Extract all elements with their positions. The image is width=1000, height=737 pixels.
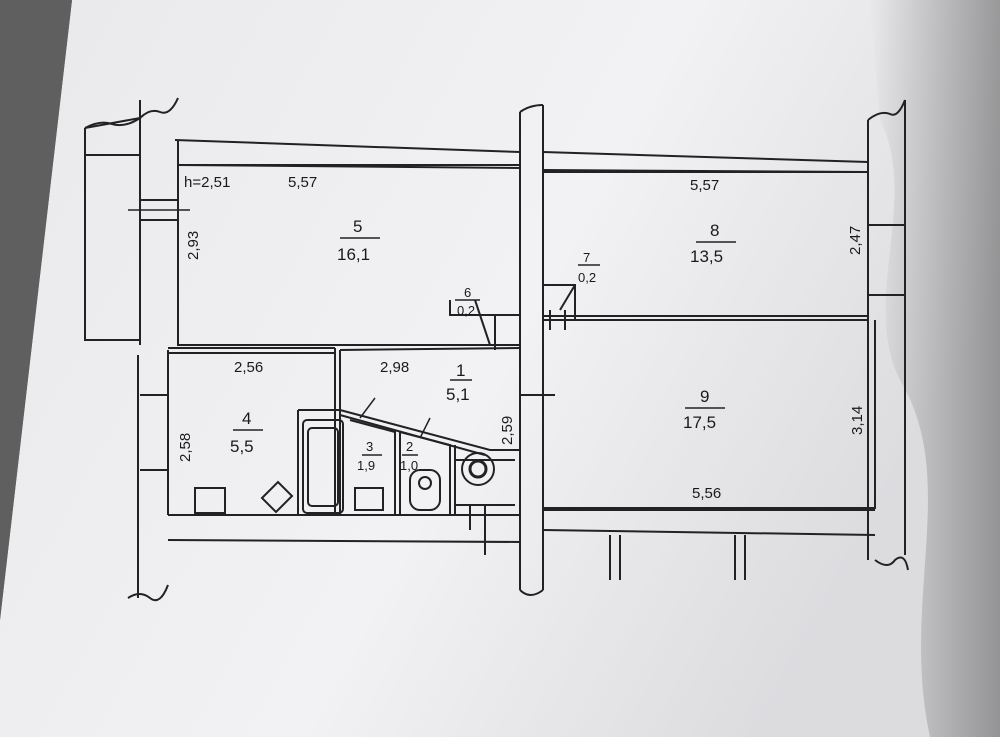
room2-number: 2 <box>406 439 413 454</box>
room7-number: 7 <box>583 250 590 265</box>
room4-height-label: 2,58 <box>177 433 194 462</box>
room9-height-label: 3,14 <box>849 406 866 435</box>
room9-number: 9 <box>700 387 709 406</box>
room4-width-label: 2,56 <box>234 359 263 376</box>
area-markers <box>233 237 736 456</box>
paper-edge-shadow <box>0 0 72 620</box>
room3-area: 1,9 <box>357 458 375 473</box>
room3-number: 3 <box>366 439 373 454</box>
room5-number: 5 <box>353 217 362 236</box>
room1-number: 1 <box>456 361 465 380</box>
room9-area: 17,5 <box>683 413 716 432</box>
room8-height-label: 2,47 <box>847 226 864 255</box>
hall-height-label: 2,59 <box>499 416 516 445</box>
room5-area: 16,1 <box>337 245 370 264</box>
photo-shadow <box>870 0 1000 737</box>
room7-area: 0,2 <box>578 270 596 285</box>
room4-number: 4 <box>242 409 251 428</box>
room5-height-label: 2,93 <box>185 231 202 260</box>
room5-width-label: 5,57 <box>288 174 317 191</box>
room8-area: 13,5 <box>690 247 723 266</box>
room8-number: 8 <box>710 221 719 240</box>
room8-width-label: 5,57 <box>690 177 719 194</box>
room1-area: 5,1 <box>446 385 470 404</box>
hall-width-label: 2,98 <box>380 359 409 376</box>
room6-number: 6 <box>464 285 471 300</box>
room2-area: 1,0 <box>400 458 418 473</box>
room6-area: 0,2 <box>457 303 475 318</box>
room4-area: 5,5 <box>230 437 254 456</box>
room9-width-label: 5,56 <box>692 485 721 502</box>
ceiling-height-label: h=2,51 <box>184 174 230 191</box>
walls <box>84 97 909 602</box>
